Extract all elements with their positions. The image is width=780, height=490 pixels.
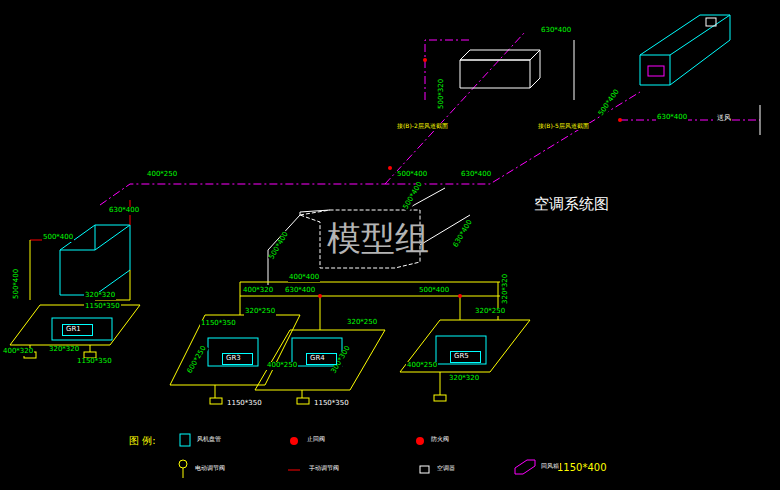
duct-dimension: 400*320 <box>2 348 34 356</box>
duct-dimension: 500*400 <box>42 234 74 242</box>
note-text: 送风 <box>716 115 732 123</box>
unit-label: GR4 <box>310 354 325 362</box>
duct-dimension: 500*400 <box>418 287 450 295</box>
duct-dimension: 500*400 <box>597 88 622 119</box>
duct-dimension: 320*320 <box>502 273 510 305</box>
duct-dimension: 500*400 <box>396 171 428 179</box>
unit-label: GR3 <box>226 354 241 362</box>
duct-dimension: 400*250 <box>146 171 178 179</box>
duct-dimension: 400*400 <box>288 274 320 282</box>
duct-dimension: 630*400 <box>284 287 316 295</box>
duct-dimension: 630*400 <box>108 207 140 215</box>
duct-dimension: 630*400 <box>540 27 572 35</box>
duct-dimension: 1150*350 <box>200 320 237 328</box>
duct-dimension: 320*320 <box>448 375 480 383</box>
legend-text: 防火阀 <box>430 436 450 443</box>
duct-dimension: 320*320 <box>48 346 80 354</box>
duct-dimension: 1150*350 <box>84 303 121 311</box>
watermark: 模型组 <box>326 220 430 257</box>
unit-label: GR5 <box>454 352 469 360</box>
duct-dimension: 400*320 <box>242 287 274 295</box>
duct-dimension: 1150*350 <box>313 400 350 408</box>
unit-box: GR1 <box>62 324 93 336</box>
duct-dimension: 630*400 <box>460 171 492 179</box>
diagram-title: 空调系统图 <box>533 196 610 213</box>
duct-dimension: 500*400 <box>13 268 21 300</box>
legend-text: 手动调节阀 <box>308 465 340 472</box>
legend-text: 风机盘管 <box>196 436 222 443</box>
duct-dimension: 320*250 <box>346 319 378 327</box>
legend-text: 空调器 <box>436 465 456 472</box>
unit-box: GR4 <box>306 353 337 365</box>
unit-box: GR3 <box>222 353 253 365</box>
duct-dimension: 320*320 <box>84 292 116 300</box>
note-text: 图 例: <box>128 435 157 446</box>
unit-box: GR5 <box>450 351 481 363</box>
duct-dimension: 500*320 <box>438 78 446 110</box>
note-text: 接(B)-2层风道截面 <box>396 123 449 130</box>
duct-dimension: 320*250 <box>244 308 276 316</box>
duct-dimension: 1150*350 <box>76 358 113 366</box>
legend-text: 回风箱 <box>540 463 560 470</box>
unit-label: GR1 <box>66 325 81 333</box>
duct-dimension: 600*250 <box>186 344 209 376</box>
legend-text: 止回阀 <box>306 436 326 443</box>
note-text: 接(B)-5层风道截面 <box>537 123 590 130</box>
duct-dimension: 1150*400 <box>556 462 608 473</box>
duct-dimension: 630*400 <box>656 114 688 122</box>
legend-text: 电动调节阀 <box>194 465 226 472</box>
duct-dimension: 400*250 <box>406 362 438 370</box>
duct-dimension: 630*400 <box>452 218 475 250</box>
duct-dimension: 400*250 <box>266 362 298 370</box>
duct-dimension: 500*400 <box>402 180 425 212</box>
duct-dimension: 1150*350 <box>226 400 263 408</box>
duct-dimension: 320*250 <box>474 308 506 316</box>
